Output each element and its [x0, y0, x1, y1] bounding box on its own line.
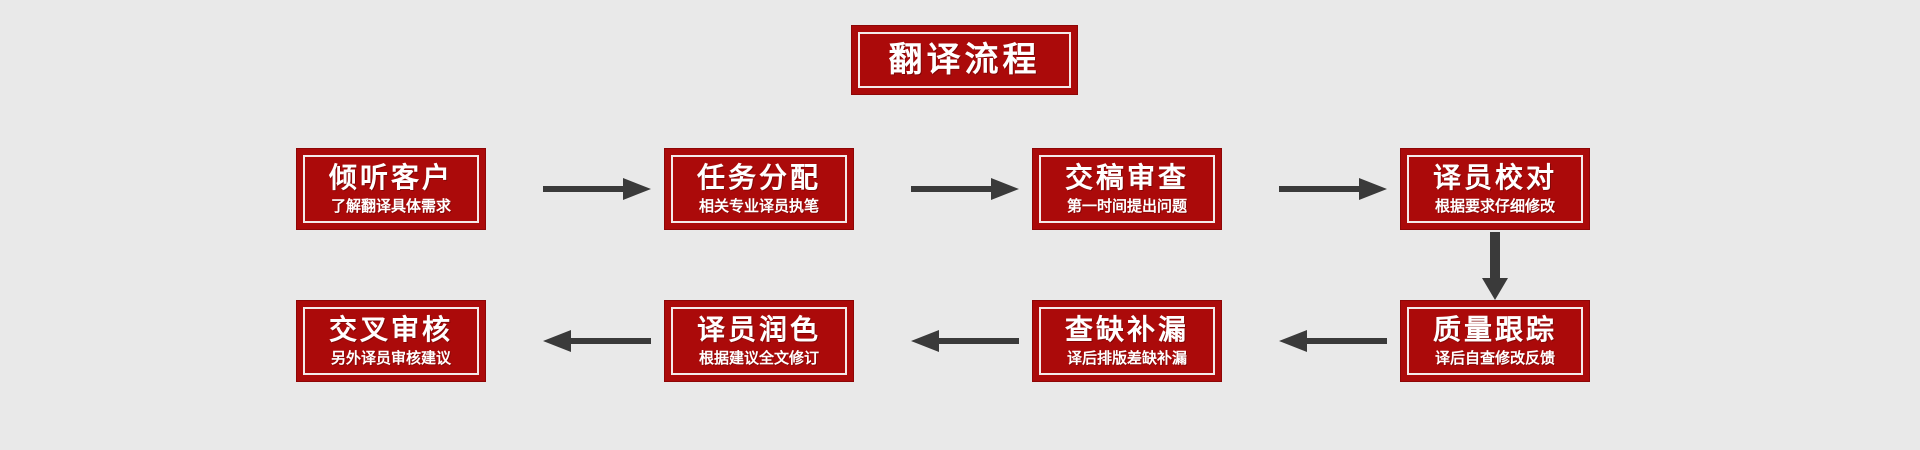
step-subtitle: 根据建议全文修订 — [698, 350, 819, 367]
step-title: 交叉审核 — [328, 314, 453, 345]
arrow-left-2 — [911, 328, 1019, 354]
step-node-2[interactable]: 任务分配 相关专业译员执笔 — [664, 148, 854, 230]
arrow-right-3 — [1279, 176, 1387, 202]
flowchart-title-text: 翻译流程 — [888, 41, 1041, 79]
step-title: 译员校对 — [1432, 162, 1557, 193]
arrow-right-2 — [911, 176, 1019, 202]
step-title: 译员润色 — [696, 314, 821, 345]
step-title: 交稿审查 — [1064, 162, 1189, 193]
step-node-5[interactable]: 质量跟踪 译后自查修改反馈 — [1400, 300, 1590, 382]
step-title: 任务分配 — [696, 162, 821, 193]
step-subtitle: 第一时间提出问题 — [1066, 198, 1187, 215]
arrow-right-1 — [543, 176, 651, 202]
step-title: 倾听客户 — [328, 162, 453, 193]
step-subtitle: 了解翻译具体需求 — [330, 198, 451, 215]
arrow-left-3 — [543, 328, 651, 354]
flowchart-title-box: 翻译流程 — [851, 25, 1078, 95]
step-subtitle: 译后排版差缺补漏 — [1066, 350, 1187, 367]
step-subtitle: 相关专业译员执笔 — [698, 198, 819, 215]
step-title: 查缺补漏 — [1064, 314, 1189, 345]
step-subtitle: 根据要求仔细修改 — [1434, 198, 1555, 215]
arrow-down-1 — [1482, 232, 1508, 300]
step-subtitle: 译后自查修改反馈 — [1434, 350, 1555, 367]
step-subtitle: 另外译员审核建议 — [330, 350, 451, 367]
step-node-3[interactable]: 交稿审查 第一时间提出问题 — [1032, 148, 1222, 230]
step-title: 质量跟踪 — [1432, 314, 1557, 345]
step-node-7[interactable]: 译员润色 根据建议全文修订 — [664, 300, 854, 382]
step-node-1[interactable]: 倾听客户 了解翻译具体需求 — [296, 148, 486, 230]
arrow-left-1 — [1279, 328, 1387, 354]
step-node-8[interactable]: 交叉审核 另外译员审核建议 — [296, 300, 486, 382]
step-node-4[interactable]: 译员校对 根据要求仔细修改 — [1400, 148, 1590, 230]
step-node-6[interactable]: 查缺补漏 译后排版差缺补漏 — [1032, 300, 1222, 382]
